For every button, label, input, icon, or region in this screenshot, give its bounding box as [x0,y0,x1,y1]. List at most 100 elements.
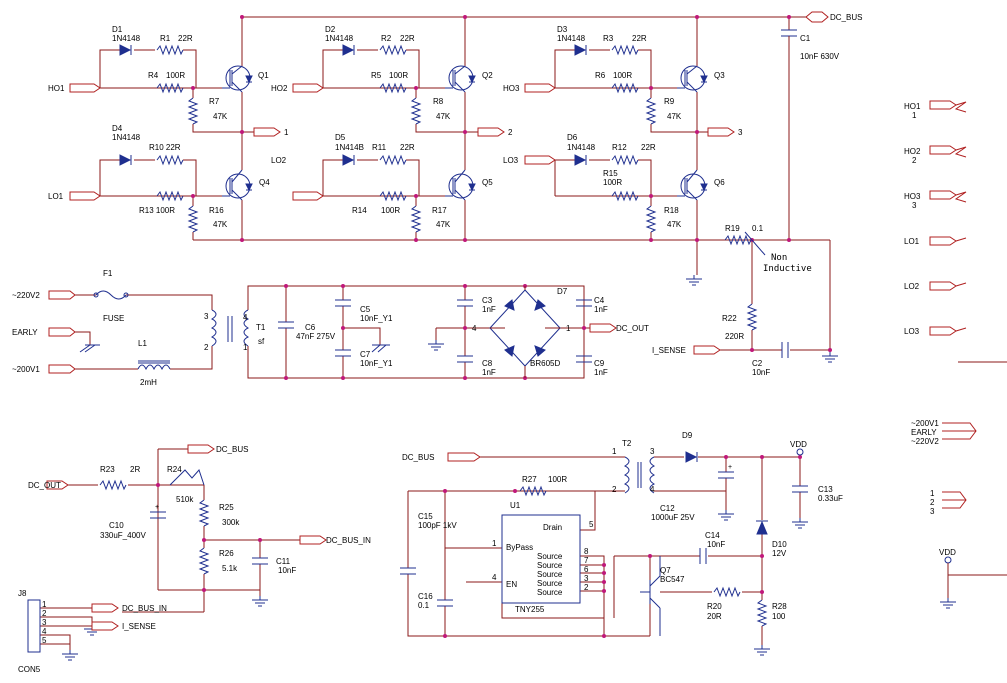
svg-text:3: 3 [912,201,917,210]
svg-text:100R: 100R [381,206,400,215]
svg-text:300k: 300k [222,518,240,527]
svg-text:R28: R28 [772,602,787,611]
non-inductive-marker [744,231,766,256]
svg-text:R25: R25 [219,503,234,512]
svg-text:Source: Source [537,570,563,579]
svg-text:2: 2 [912,156,917,165]
svg-text:1nF: 1nF [482,305,496,314]
svg-text:Q6: Q6 [714,178,725,187]
r24-body [169,469,205,486]
label-dc-bus-mid: DC_BUS [216,445,248,454]
svg-text:2: 2 [930,498,935,507]
svg-text:22R: 22R [400,34,415,43]
svg-text:Q5: Q5 [482,178,493,187]
svg-text:FUSE: FUSE [103,314,124,323]
svg-text:3: 3 [650,447,655,456]
svg-text:22R: 22R [632,34,647,43]
svg-text:3: 3 [930,507,935,516]
svg-text:R14: R14 [352,206,367,215]
svg-text:Source: Source [537,579,563,588]
svg-text:D10: D10 [772,540,787,549]
svg-text:C6: C6 [305,323,316,332]
grounds [61,274,957,661]
svg-text:R4: R4 [148,71,159,80]
svg-text:HO2: HO2 [904,147,921,156]
svg-text:1N4148: 1N4148 [112,133,141,142]
svg-text:R15: R15 [603,169,618,178]
svg-text:47nF 275V: 47nF 275V [296,332,336,341]
svg-text:R12: R12 [612,143,627,152]
label-dc-out-left: DC_OUT [28,481,61,490]
svg-text:Drain: Drain [543,523,562,532]
svg-text:VDD: VDD [939,548,956,557]
junctions [156,15,832,638]
svg-text:TNY255: TNY255 [515,605,545,614]
svg-text:D7: D7 [557,287,568,296]
label-ho2: HO2 [271,84,288,93]
diodes [119,44,768,535]
magnetics [93,290,656,494]
svg-text:R23: R23 [100,465,115,474]
svg-text:1N4148: 1N4148 [557,34,586,43]
svg-text:Q4: Q4 [259,178,270,187]
svg-text:Source: Source [537,561,563,570]
svg-text:2mH: 2mH [140,378,157,387]
svg-text:D1: D1 [112,25,123,34]
label-dc-bus-in-j8: DC_BUS_IN [122,604,167,613]
svg-text:1N4148: 1N4148 [325,34,354,43]
svg-text:EARLY: EARLY [911,428,937,437]
svg-text:22R: 22R [400,143,415,152]
svg-text:1: 1 [912,111,917,120]
svg-text:LO3: LO3 [904,327,920,336]
svg-text:1: 1 [566,324,571,333]
svg-text:L1: L1 [138,339,147,348]
svg-text:HO1: HO1 [904,102,921,111]
port-tags [46,11,1007,631]
svg-text:1000uF 25V: 1000uF 25V [651,513,695,522]
svg-text:47K: 47K [213,220,228,229]
svg-text:R19: R19 [725,224,740,233]
svg-text:Q2: Q2 [482,71,493,80]
svg-text:10nF_Y1: 10nF_Y1 [360,314,393,323]
svg-text:T2: T2 [622,439,632,448]
svg-text:R8: R8 [433,97,444,106]
svg-text:1: 1 [42,600,47,609]
svg-text:C8: C8 [482,359,493,368]
svg-text:D5: D5 [335,133,346,142]
svg-text:4: 4 [472,324,477,333]
svg-text:100R: 100R [548,475,567,484]
svg-text:R1: R1 [160,34,171,43]
svg-text:22R: 22R [641,143,656,152]
svg-text:R6: R6 [595,71,606,80]
svg-text:C15: C15 [418,512,433,521]
svg-text:0.1: 0.1 [418,601,430,610]
svg-text:+: + [155,504,159,511]
svg-text:R18: R18 [664,206,679,215]
svg-text:5.1k: 5.1k [222,564,238,573]
svg-text:Q7: Q7 [660,566,671,575]
svg-text:0.33uF: 0.33uF [818,494,843,503]
svg-text:47K: 47K [667,220,682,229]
svg-text:1N4148: 1N4148 [567,143,596,152]
svg-text:2R: 2R [130,465,140,474]
label-lo2: LO2 [271,156,287,165]
svg-text:5: 5 [42,636,47,645]
svg-text:C1: C1 [800,34,811,43]
svg-text:100: 100 [772,612,786,621]
component-labels: DC_BUS HO1 LO1 HO2 LO2 HO3 LO3 1 2 3 D11… [12,13,956,674]
svg-text:C13: C13 [818,485,833,494]
svg-text:1: 1 [492,539,497,548]
svg-text:4: 4 [42,627,47,636]
svg-text:Inductive: Inductive [763,264,812,274]
svg-text:12V: 12V [772,549,787,558]
tny255-ic [501,514,581,604]
svg-text:22R: 22R [178,34,193,43]
svg-text:Q1: Q1 [258,71,269,80]
svg-text:47K: 47K [436,112,451,121]
svg-text:U1: U1 [510,501,521,510]
svg-text:1nF: 1nF [594,368,608,377]
svg-text:100R: 100R [389,71,408,80]
svg-text:Q3: Q3 [714,71,725,80]
svg-text:C5: C5 [360,305,371,314]
svg-text:4: 4 [492,573,497,582]
